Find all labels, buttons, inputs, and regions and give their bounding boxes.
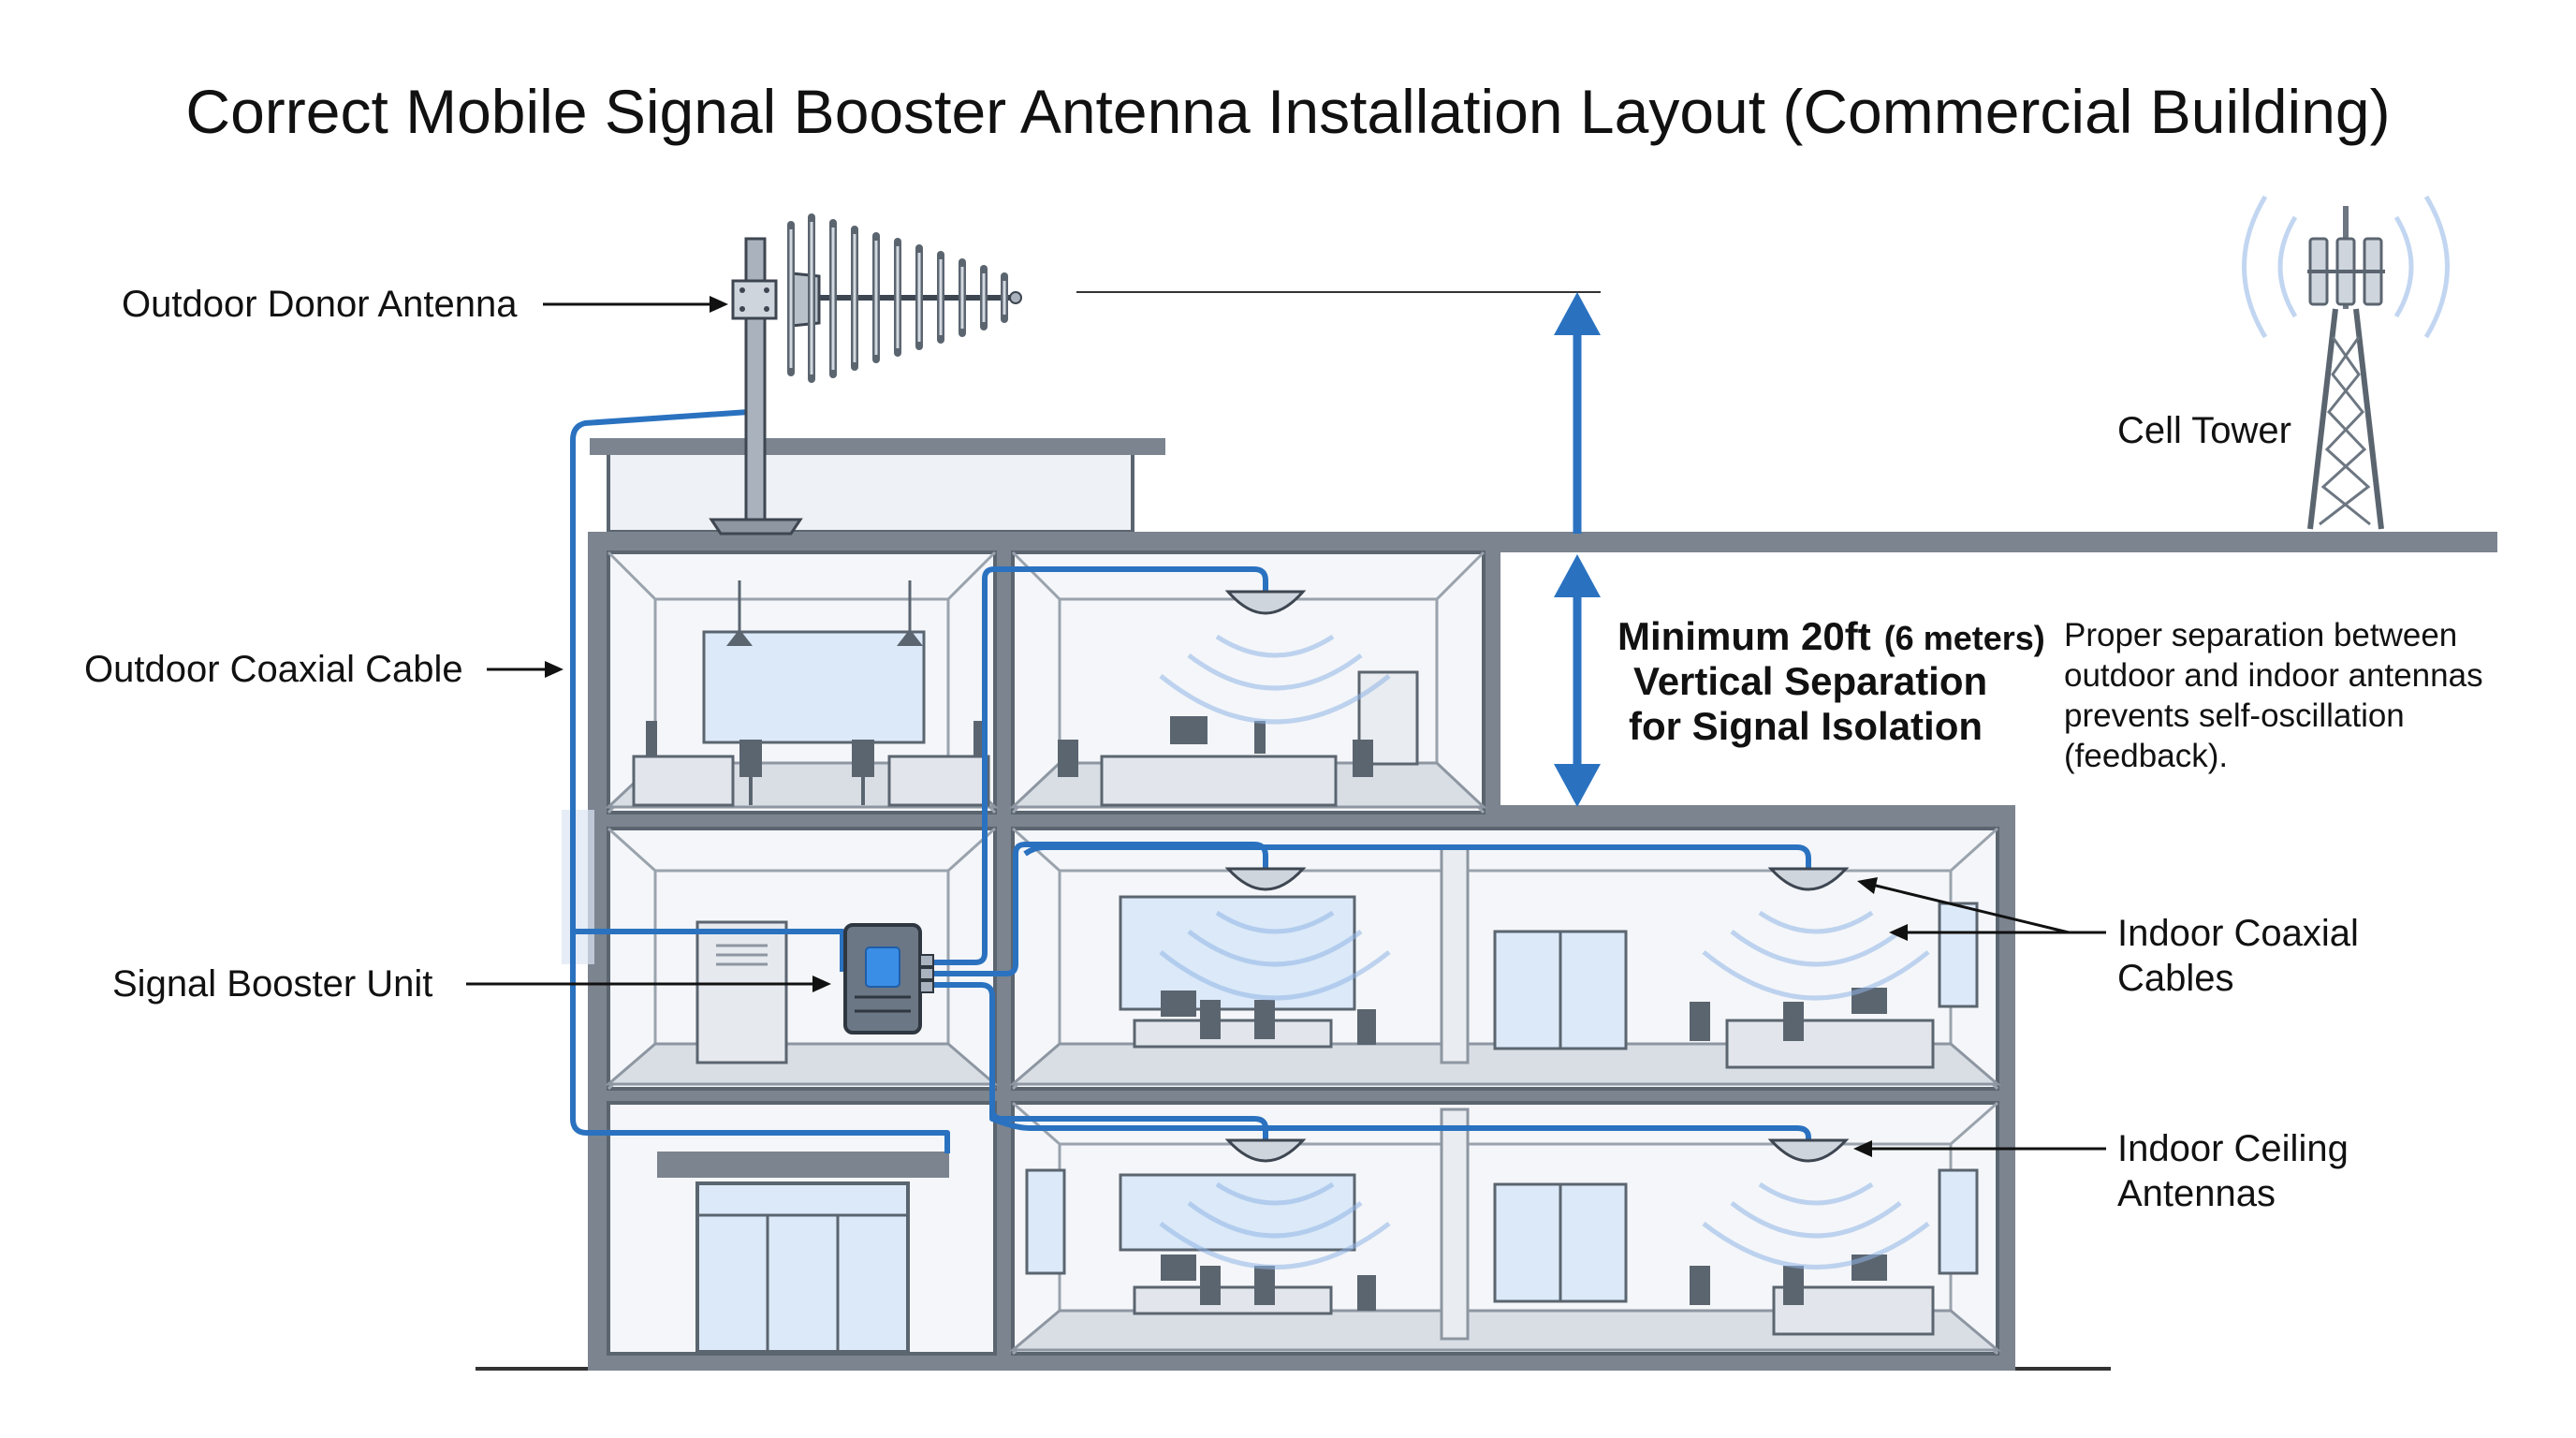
pillar-f1 xyxy=(1440,1108,1470,1341)
page-title: Correct Mobile Signal Booster Antenna In… xyxy=(185,77,2390,146)
separation-line3: for Signal Isolation xyxy=(1629,704,1983,748)
indoor-signal-waves xyxy=(1159,634,1930,1269)
office-f3-left xyxy=(632,580,990,807)
callout-arrows xyxy=(466,296,2106,1157)
note-line2: outdoor and indoor antennas xyxy=(2064,657,2483,694)
separation-distance: Minimum 20ft xyxy=(1617,614,1871,658)
booster-unit-label: Signal Booster Unit xyxy=(112,963,432,1005)
cell-tower-icon xyxy=(2242,195,2450,530)
building-entrance xyxy=(657,1152,949,1354)
cell-tower-label: Cell Tower xyxy=(2117,410,2291,451)
coaxial-cables xyxy=(570,409,1811,1153)
office-f3-right xyxy=(1058,670,1419,807)
ceiling-antenna-icon xyxy=(1224,590,1850,1163)
vertical-separation-arrow xyxy=(1554,292,1601,807)
note-line3: prevents self-oscillation xyxy=(2064,697,2405,734)
separation-main: Minimum 20ft (6 meters) xyxy=(1617,614,2045,658)
office-f1-right xyxy=(1025,1168,1979,1336)
pillar-f2 xyxy=(1440,845,1470,1064)
signal-booster-icon xyxy=(843,923,934,1034)
indoor-cables-label-2: Cables xyxy=(2117,958,2234,999)
donor-antenna-icon xyxy=(709,213,1022,536)
note-line1: Proper separation between xyxy=(2064,617,2457,653)
equipment-room xyxy=(695,920,788,1064)
cable-entry-panel xyxy=(562,810,594,964)
donor-antenna-label: Outdoor Donor Antenna xyxy=(122,284,518,325)
note-line4: (feedback). xyxy=(2064,738,2228,774)
ceiling-antennas-label-2: Antennas xyxy=(2117,1173,2276,1214)
office-f2-right xyxy=(1119,895,1979,1069)
outdoor-cable-label: Outdoor Coaxial Cable xyxy=(84,649,463,690)
separation-metric: (6 meters) xyxy=(1884,619,2045,657)
rooftop-penthouse xyxy=(607,450,1134,534)
indoor-cables-label-1: Indoor Coaxial xyxy=(2117,913,2359,954)
penthouse-cap xyxy=(590,438,1165,455)
ceiling-antennas-label-1: Indoor Ceiling xyxy=(2117,1128,2349,1169)
separation-line2: Vertical Separation xyxy=(1633,659,1987,703)
